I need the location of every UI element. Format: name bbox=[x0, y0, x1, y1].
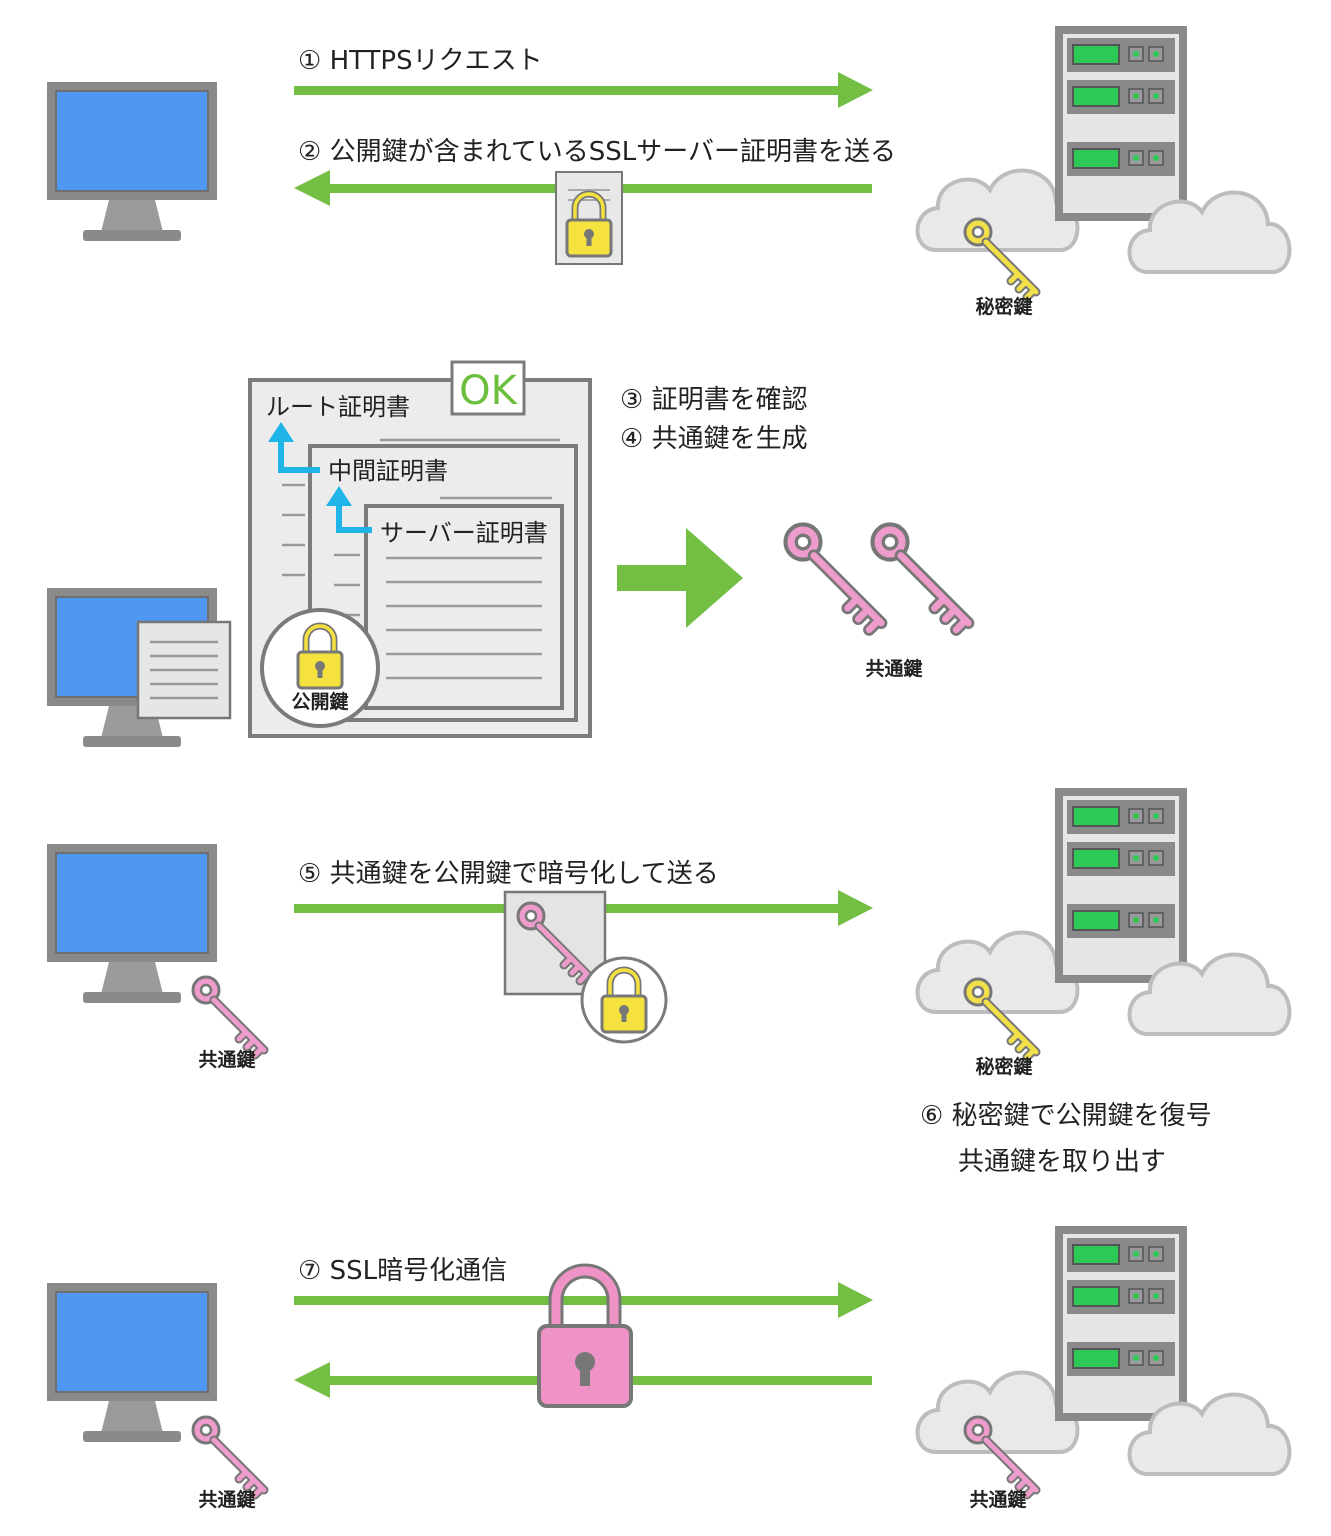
step7-label: ⑦ SSL暗号化通信 bbox=[298, 1256, 507, 1286]
common-key-label: 共通鍵 bbox=[198, 1048, 255, 1071]
intermediate-cert-label: 中間証明書 bbox=[328, 457, 448, 485]
step5-label: ⑤ 共通鍵を公開鍵で暗号化して送る bbox=[298, 859, 719, 889]
cloud-icon bbox=[915, 168, 1080, 252]
public-key-label: 公開鍵 bbox=[291, 690, 348, 713]
step2-label: ② 公開鍵が含まれているSSLサーバー証明書を送る bbox=[298, 137, 896, 167]
server-rack-icon bbox=[1055, 788, 1187, 983]
server-3 bbox=[915, 788, 1292, 1057]
server-rack-icon bbox=[1055, 26, 1187, 221]
root-cert-label: ルート証明書 bbox=[266, 393, 410, 421]
encrypted-key-package bbox=[503, 890, 668, 1044]
common-key-icon bbox=[193, 977, 264, 1055]
server-rack-icon bbox=[1055, 1226, 1187, 1421]
step6-label-line1: ⑥ 秘密鍵で公開鍵を復号 bbox=[920, 1101, 1212, 1131]
server-4 bbox=[915, 1226, 1292, 1495]
client-monitor-icon bbox=[46, 843, 218, 1004]
client-with-document bbox=[46, 587, 232, 748]
common-key-label: 共通鍵 bbox=[865, 657, 922, 680]
common-key-icon bbox=[193, 1417, 264, 1495]
step4-label: ④ 共通鍵を生成 bbox=[620, 424, 808, 454]
ok-label: OK bbox=[459, 368, 518, 414]
cloud-icon bbox=[915, 1370, 1080, 1454]
client-monitor-icon bbox=[46, 1282, 218, 1443]
certificate-chain: OK ルート証明書 中間証明書 サーバー証明書 公開鍵 bbox=[248, 360, 592, 738]
secret-key-label: 秘密鍵 bbox=[975, 1055, 1032, 1078]
ssl-certificate-icon bbox=[555, 171, 623, 265]
common-key-label: 共通鍵 bbox=[198, 1488, 255, 1511]
server-1 bbox=[915, 26, 1292, 297]
step6-label-line2: 共通鍵を取り出す bbox=[958, 1147, 1166, 1177]
cloud-icon bbox=[915, 930, 1080, 1014]
secret-key-label: 秘密鍵 bbox=[975, 295, 1032, 318]
server-cert-label: サーバー証明書 bbox=[380, 519, 548, 547]
step3-label: ③ 証明書を確認 bbox=[620, 385, 808, 415]
ssl-lock-icon bbox=[537, 1263, 633, 1408]
client-monitor-icon bbox=[46, 81, 218, 242]
common-key-label: 共通鍵 bbox=[969, 1488, 1026, 1511]
request-arrow bbox=[294, 72, 873, 108]
common-key-icon bbox=[785, 524, 881, 629]
generate-arrow-icon bbox=[617, 528, 743, 628]
common-key-icon bbox=[872, 524, 968, 629]
encrypted-comm-right-arrow bbox=[294, 1282, 873, 1318]
chain-arrow-icon bbox=[278, 438, 372, 533]
step1-label: ① HTTPSリクエスト bbox=[298, 46, 543, 76]
